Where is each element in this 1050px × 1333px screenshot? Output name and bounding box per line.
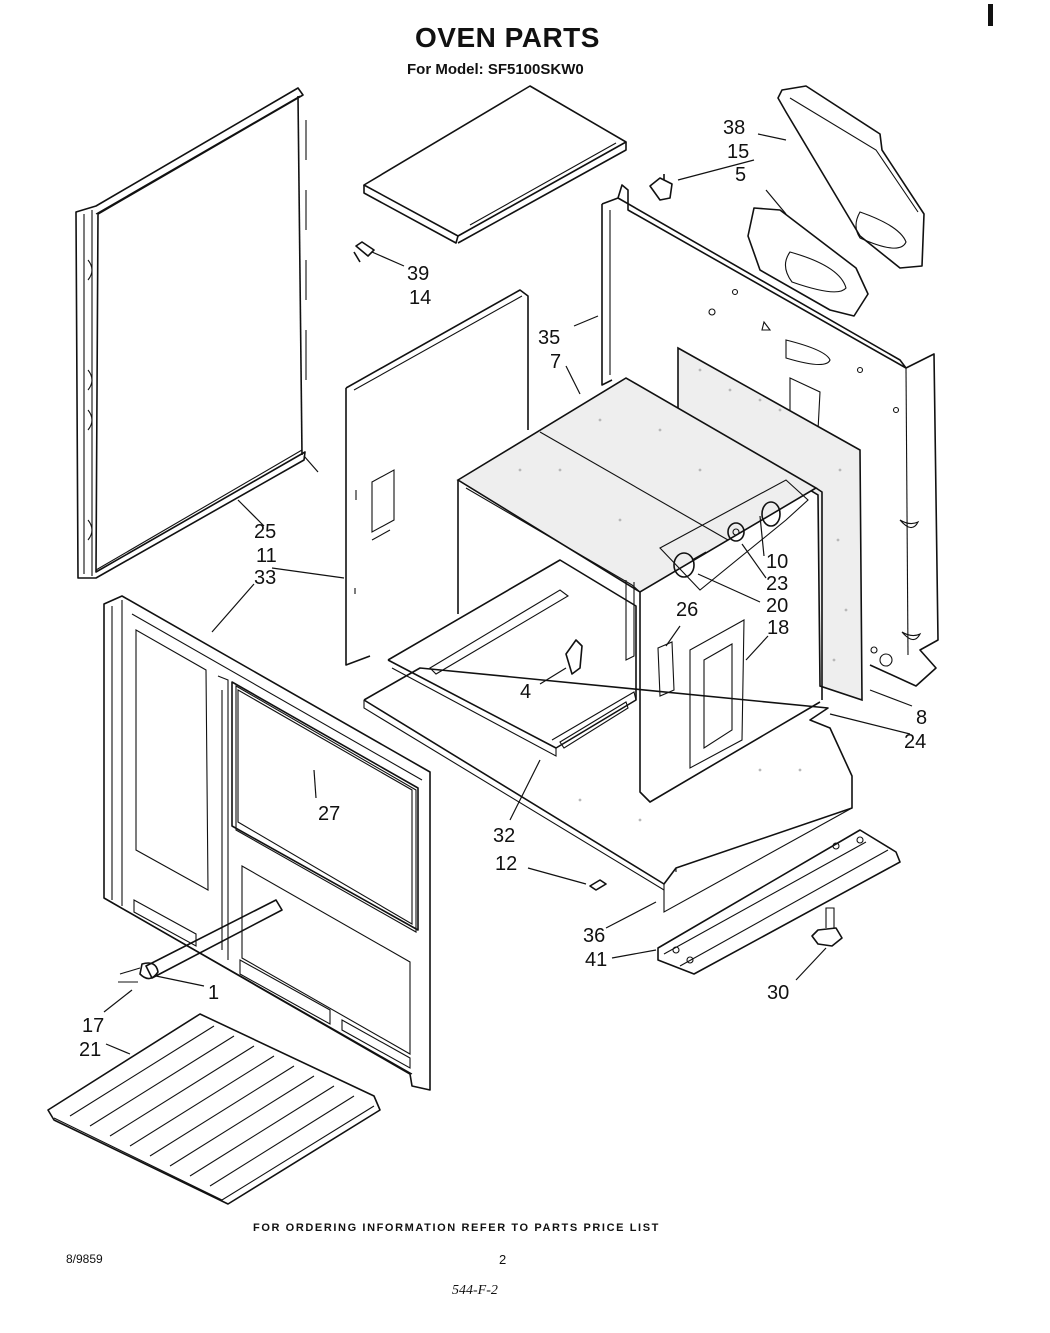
callout-18: 18 [767,617,789,639]
part-7-oven-liner [456,377,823,803]
callout-35: 35 [538,327,560,349]
part-4-element-clip [565,639,583,675]
callout-8: 8 [916,707,927,729]
callout-12: 12 [495,853,517,875]
model-subtitle: For Model: SF5100SKW0 [407,61,584,78]
callout-1: 1 [208,982,219,1004]
callout-4: 4 [520,681,531,703]
part-14-clip [353,241,375,263]
part-15-bracket [649,174,673,201]
callout-leader-lines [103,133,913,1055]
parts-10-23-20-thermostat-knobs [673,501,781,578]
part-12-clip [589,879,607,891]
part-5-vent-gasket [747,207,869,317]
callout-30: 30 [767,982,789,1004]
callout-25: 25 [254,521,276,543]
callout-26: 26 [676,599,698,621]
part-35-back-panel [601,184,939,687]
callout-27: 27 [318,803,340,825]
callout-38: 38 [723,117,745,139]
callout-15: 15 [727,141,749,163]
callout-36: 36 [583,925,605,947]
callout-33: 33 [254,567,276,589]
page-number: 2 [499,1252,507,1267]
handwritten-code: 544-F-2 [452,1283,498,1298]
document-number: 8/9859 [66,1252,103,1266]
part-1-rack-rod [118,899,283,983]
callout-17: 17 [82,1015,104,1037]
part-41-drawer-runner [657,829,901,975]
part-11-inner-side-panel [345,289,529,666]
callout-39: 39 [407,263,429,285]
callout-41: 41 [585,949,607,971]
part-27-oven-window [231,681,419,931]
callout-5: 5 [735,164,746,186]
callout-21: 21 [79,1039,101,1061]
part-38-vent-cover [777,85,925,269]
callout-20: 20 [766,595,788,617]
part-39-top-panel [363,85,627,244]
ordering-note: FOR ORDERING INFORMATION REFER TO PARTS … [253,1222,660,1234]
callout-24: 24 [904,731,926,753]
part-25-side-frame [75,87,307,579]
callout-11: 11 [256,545,277,567]
part-33-front-frame [103,595,431,1091]
part-21-oven-rack [47,1013,381,1205]
page-title: OVEN PARTS [415,22,600,53]
corner-registration-mark [988,4,993,26]
callout-14: 14 [409,287,431,309]
callout-7: 7 [550,351,561,373]
part-30-leveling-leg [811,907,843,947]
callout-numbers: 38 15 5 39 14 35 7 25 11 33 10 23 20 26 … [79,117,927,1061]
callout-10: 10 [766,551,788,573]
part-32-oven-bottom [387,559,637,757]
callout-23: 23 [766,573,788,595]
callout-32: 32 [493,825,515,847]
part-24-bottom-plate [363,667,853,913]
